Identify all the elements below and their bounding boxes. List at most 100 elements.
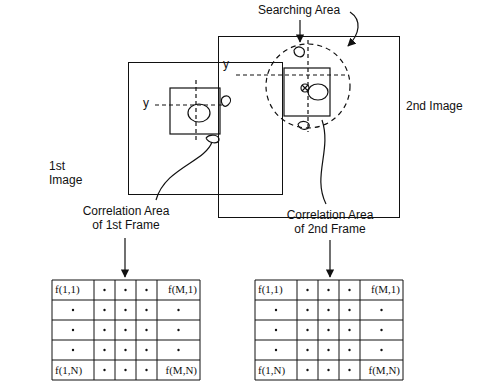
cell-label: f(M,1) <box>371 283 400 296</box>
arrow <box>124 238 125 277</box>
arrow <box>299 20 300 42</box>
correlation-window <box>170 88 220 134</box>
grid-line <box>255 360 403 361</box>
cell-dot <box>72 329 74 331</box>
grid-line <box>360 280 361 380</box>
cell-label: f(M,1) <box>168 283 197 296</box>
cell-dot <box>306 369 308 371</box>
pixel-grid: f(1,1) f(M,1) f(1,N) f(M,N) <box>52 280 200 380</box>
cell-dot <box>103 289 105 291</box>
feature-blob <box>298 121 309 129</box>
cell-dot <box>145 309 147 311</box>
label-slot: Correlation Area of 2nd Frame <box>280 208 380 236</box>
dashed-axis <box>155 104 224 105</box>
grid-line <box>94 280 95 380</box>
cell-dot <box>380 329 382 331</box>
grid-line <box>255 320 403 321</box>
frame-label-slot: 1st Image <box>49 159 91 187</box>
cell-dot <box>103 349 105 351</box>
label-slot: Correlation Area of 1st Frame <box>76 204 176 232</box>
cell-slot: f(M,1) <box>168 283 197 296</box>
cell-dot <box>124 329 126 331</box>
cell-dot <box>145 349 147 351</box>
grid-line <box>297 280 298 380</box>
feature-blob <box>294 47 304 57</box>
cell-dot <box>103 329 105 331</box>
cell-dot <box>145 329 147 331</box>
arrow <box>348 12 358 46</box>
grid-line <box>136 280 137 380</box>
label-slot: Searching Area <box>258 3 340 17</box>
grid-line <box>255 280 256 380</box>
cell-dot <box>177 349 179 351</box>
cell-dot <box>275 329 277 331</box>
cell-label: f(M,N) <box>166 364 197 377</box>
cell-slot: f(1,N) <box>55 364 82 377</box>
cell-slot: f(M,N) <box>166 364 197 377</box>
cell-dot <box>306 329 308 331</box>
cell-dot <box>145 369 147 371</box>
label-slot: y <box>143 96 149 110</box>
grid-line <box>200 280 201 380</box>
cell-dot <box>103 369 105 371</box>
cell-dot <box>348 349 350 351</box>
cell-dot <box>348 309 350 311</box>
image-frame: 2nd Image <box>218 36 400 218</box>
grid-line <box>52 300 200 301</box>
cell-dot <box>348 289 350 291</box>
cell-slot: f(1,N) <box>258 364 285 377</box>
cell-slot: f(1,1) <box>55 283 80 296</box>
cell-dot <box>306 309 308 311</box>
grid-line <box>52 320 200 321</box>
cell-dot <box>306 349 308 351</box>
pixel-grid: f(1,1) f(M,1) f(1,N) f(M,N) <box>255 280 403 380</box>
cell-dot <box>380 349 382 351</box>
grid-line <box>255 280 403 281</box>
center-mark <box>301 84 309 92</box>
cell-dot <box>348 329 350 331</box>
cell-dot <box>145 289 147 291</box>
area-label: Searching Area <box>258 3 340 17</box>
frame-label: 2nd Image <box>406 99 463 113</box>
grid-line <box>52 280 200 281</box>
cell-dot <box>124 309 126 311</box>
cell-dot <box>380 309 382 311</box>
cell-slot: f(M,1) <box>371 283 400 296</box>
feature-blob <box>221 96 230 106</box>
cell-dot <box>327 349 329 351</box>
leader-line <box>321 120 326 204</box>
axis-label: y <box>223 57 229 71</box>
grid-line <box>255 380 403 381</box>
cell-dot <box>72 309 74 311</box>
cell-dot <box>124 289 126 291</box>
cell-label: f(1,1) <box>55 283 80 296</box>
cell-dot <box>275 349 277 351</box>
grid-line <box>157 280 158 380</box>
cell-slot: f(1,1) <box>258 283 283 296</box>
grid-line <box>403 280 404 380</box>
area-label: Correlation Area of 2nd Frame <box>280 208 380 236</box>
axis-label: y <box>143 96 149 110</box>
cell-slot: f(M,N) <box>369 364 400 377</box>
grid-line <box>318 280 319 380</box>
dashed-axis <box>195 80 196 142</box>
cell-label: f(1,N) <box>55 364 82 377</box>
grid-line <box>52 340 200 341</box>
cell-dot <box>348 369 350 371</box>
frame-label: 1st Image <box>49 159 91 187</box>
label-slot: y <box>223 57 229 71</box>
grid-line <box>339 280 340 380</box>
cell-dot <box>306 289 308 291</box>
dashed-axis <box>236 74 346 75</box>
grid-line <box>255 300 403 301</box>
cell-dot <box>327 329 329 331</box>
grid-line <box>52 380 200 381</box>
cell-label: f(1,N) <box>258 364 285 377</box>
cell-dot <box>275 309 277 311</box>
cell-dot <box>327 369 329 371</box>
cell-dot <box>177 309 179 311</box>
cell-dot <box>72 349 74 351</box>
cell-dot <box>327 309 329 311</box>
